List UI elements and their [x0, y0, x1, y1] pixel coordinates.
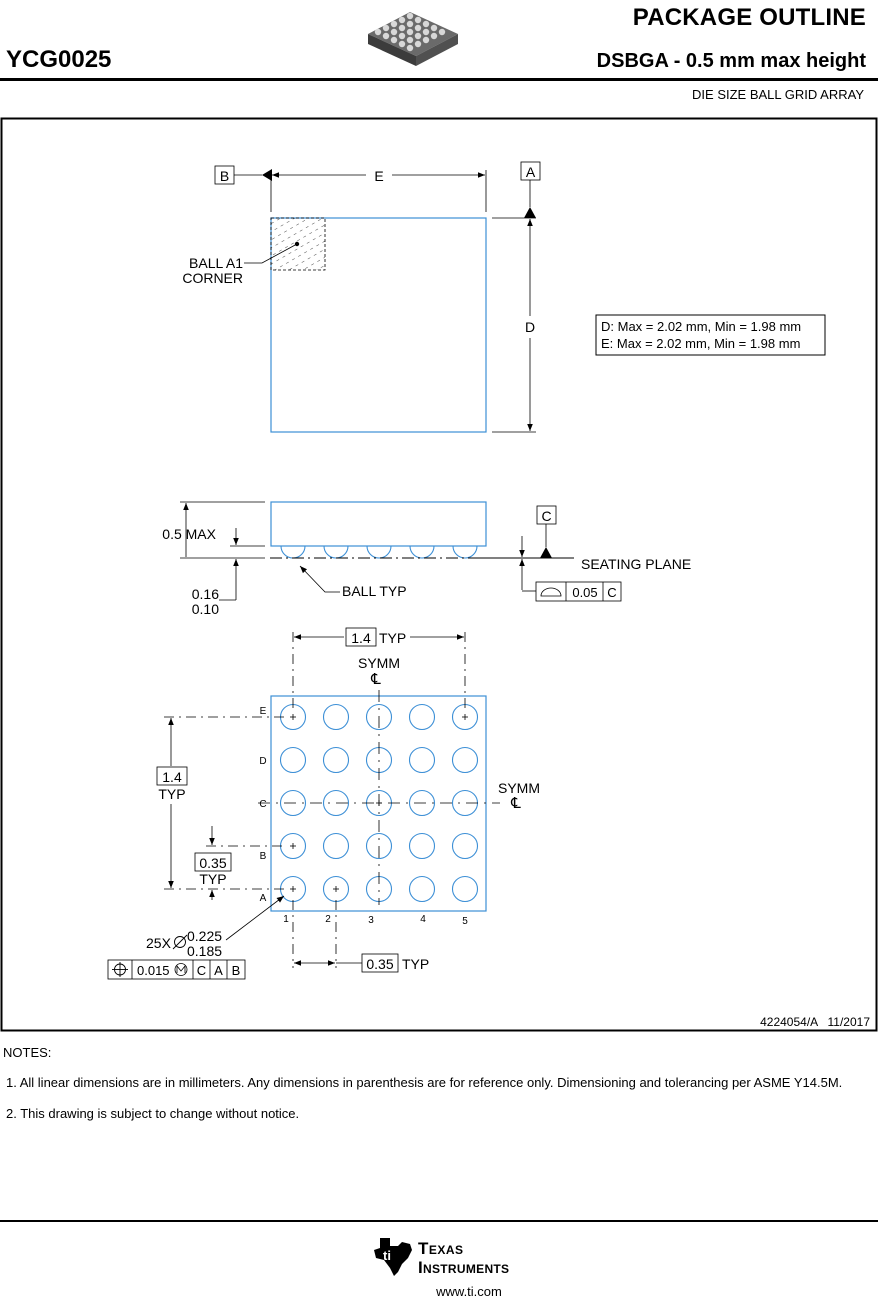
notes-title: NOTES:	[3, 1045, 52, 1060]
website-url[interactable]: www.ti.com	[436, 1284, 502, 1299]
col-label-4: 4	[420, 914, 426, 925]
ball-count: 25X	[146, 935, 172, 951]
top-view-body	[270, 217, 487, 433]
pitch-y-typ: TYP	[158, 786, 185, 802]
note-item-2: 2. This drawing is subject to change wit…	[6, 1106, 300, 1121]
row-label-e: E	[260, 706, 267, 717]
spec-d-text: D: Max = 2.02 mm, Min = 1.98 mm	[601, 319, 801, 334]
small-pitch-y-value: 0.35	[199, 855, 226, 871]
ball-dia-min: 0.185	[187, 943, 222, 959]
ball-a1-label-line1: BALL A1	[189, 255, 243, 271]
spec-e-text: E: Max = 2.02 mm, Min = 1.98 mm	[601, 336, 800, 351]
max-height-label: 0.5 MAX	[162, 526, 216, 542]
dimension-spec-box	[595, 314, 826, 356]
svg-text:ti: ti	[383, 1248, 391, 1263]
ball-typ-label: BALL TYP	[342, 583, 407, 599]
row-label-a: A	[260, 893, 267, 904]
part-number: YCG0025	[6, 46, 112, 73]
position-tolerance-frame	[107, 959, 246, 980]
standoff-min-label: 0.10	[192, 601, 219, 617]
diameter-icon	[172, 934, 188, 950]
bottom-view: 1.4 TYP SYMM ℄ SYMM ℄ 1.4 TYP 0.35 TYP 0…	[107, 627, 540, 980]
row-label-d: D	[259, 756, 266, 767]
col-label-3: 3	[368, 915, 374, 926]
top-view: E B D A BALL A1 CORNER D: Max = 2.02 mm,…	[182, 161, 826, 433]
row-label-b: B	[260, 851, 267, 862]
ball-a1-label-line2: CORNER	[182, 270, 243, 286]
bottom-view-body	[270, 695, 487, 912]
ti-logo: ti Texas Instruments	[374, 1238, 509, 1277]
col-label-2: 2	[325, 914, 331, 925]
datum-c-box	[536, 505, 557, 525]
datum-c-label: C	[541, 508, 551, 524]
small-pitch-x-value: 0.35	[366, 956, 393, 972]
cl-top-symbol: ℄	[370, 671, 381, 688]
standoff-max-label: 0.16	[192, 586, 219, 602]
package-chip-icon	[368, 12, 458, 66]
col-label-5: 5	[462, 916, 468, 927]
datum-b-label: B	[220, 168, 229, 184]
pitch-y-value: 1.4	[162, 769, 182, 785]
mmc-icon	[174, 963, 188, 976]
side-view: 0.5 MAX 0.16 0.10 BALL TYP C SEATING PLA…	[162, 501, 691, 617]
header-divider	[0, 78, 878, 81]
small-pitch-x-box	[361, 953, 399, 973]
flatness-datum: C	[607, 585, 616, 600]
page-title: PACKAGE OUTLINE	[632, 4, 866, 31]
document-number: 4224054/A 11/2017	[760, 1015, 870, 1029]
footer-divider	[0, 1220, 878, 1222]
pitch-x-box	[345, 627, 377, 647]
seating-plane-label: SEATING PLANE	[581, 556, 691, 572]
package-description: DIE SIZE BALL GRID ARRAY	[692, 87, 864, 102]
ti-logo-line1: Texas	[418, 1239, 464, 1258]
cl-right-symbol: ℄	[510, 795, 521, 812]
position-tol-value: 0.015	[137, 963, 170, 978]
datum-b-box	[214, 165, 235, 185]
drawing-frame	[0, 117, 878, 1032]
package-subtitle: DSBGA - 0.5 mm max height	[596, 50, 866, 72]
texas-state-icon	[374, 1238, 412, 1276]
note-item-1: 1. All linear dimensions are in millimet…	[6, 1075, 843, 1090]
flatness-value: 0.05	[572, 585, 597, 600]
small-pitch-y-box	[194, 852, 232, 872]
position-datum-c: C	[197, 963, 206, 978]
small-pitch-x-typ: TYP	[402, 956, 429, 972]
pitch-y-box	[156, 766, 188, 786]
position-datum-a: A	[214, 963, 223, 978]
col-label-1: 1	[283, 914, 289, 925]
symm-right-label: SYMM	[498, 780, 540, 796]
side-view-body	[270, 501, 487, 547]
position-icon	[112, 962, 128, 977]
symm-top-label: SYMM	[358, 655, 400, 671]
dim-d-label: D	[525, 319, 535, 335]
profile-surface-icon	[540, 587, 562, 597]
ti-logo-line2: Instruments	[418, 1258, 509, 1277]
datum-a-box	[520, 161, 541, 181]
ball-grid	[279, 703, 479, 903]
row-label-c: C	[259, 799, 266, 810]
pitch-x-value: 1.4	[351, 630, 371, 646]
small-pitch-y-typ: TYP	[199, 871, 226, 887]
position-datum-b: B	[232, 963, 241, 978]
datum-a-label: A	[526, 164, 536, 180]
mechanical-drawing: E B D A BALL A1 CORNER D: Max = 2.02 mm,…	[0, 117, 878, 1032]
ball-dia-max: 0.225	[187, 928, 222, 944]
dim-e-label: E	[374, 168, 383, 184]
pitch-x-typ: TYP	[379, 630, 406, 646]
